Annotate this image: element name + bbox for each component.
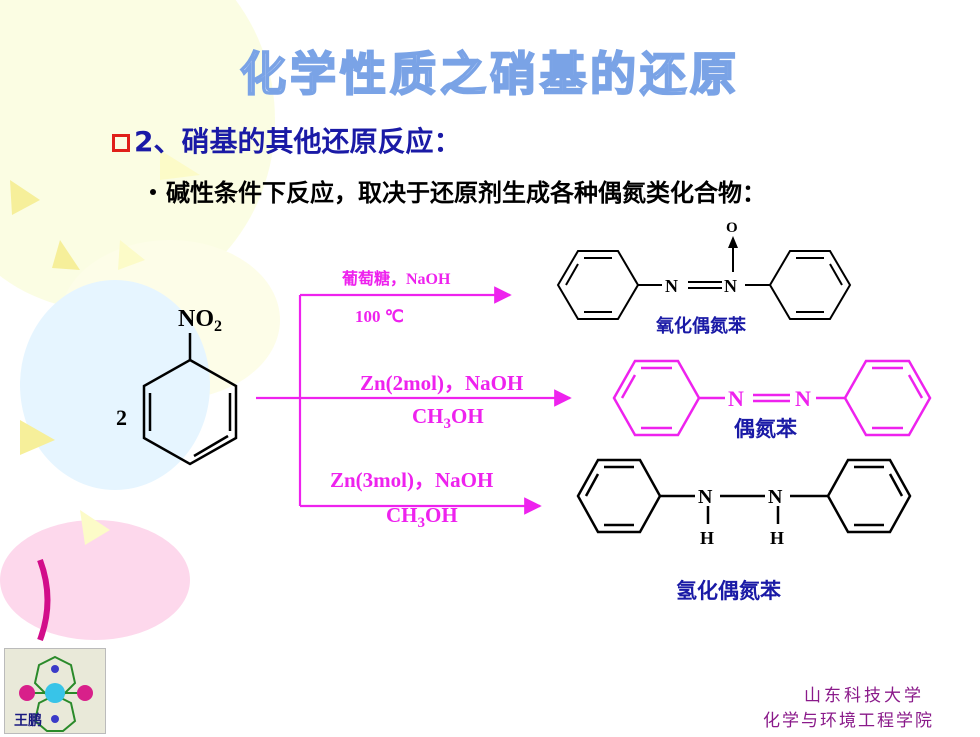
- section-number: 2: [134, 125, 154, 158]
- product-3-name: 氢化偶氮苯: [676, 579, 781, 603]
- branch-arrows: [256, 286, 572, 515]
- nitrogen-label: N: [698, 486, 713, 508]
- slide-title: 化学性质之硝基的还原: [239, 46, 740, 102]
- reagent-3-bottom: CH3OH: [386, 503, 458, 531]
- reagent-2-top: Zn(2mol)，NaOH: [360, 371, 523, 395]
- azoxybenzene-structure: [556, 246, 852, 320]
- nitrobenzene-structure: [142, 333, 238, 466]
- porphyrin-molecule-icon: [19, 655, 93, 732]
- nitro-group-label: NO2: [178, 306, 222, 335]
- nitrogen-label: N: [665, 276, 678, 296]
- nitrogen-label: N: [724, 276, 737, 296]
- bullet-dot-icon: [150, 188, 156, 195]
- section-heading-text: 、硝基的其他还原反应：: [153, 125, 462, 158]
- footer-college: 化学与环境工程学院: [763, 711, 934, 731]
- oxygen-label: O: [726, 220, 738, 236]
- nitrogen-label: N: [768, 486, 783, 508]
- product-1-name: 氧化偶氮苯: [655, 315, 747, 337]
- checkbox-bullet-icon: [112, 134, 130, 152]
- reagent-1-bottom: 100 ℃: [355, 307, 404, 326]
- reagent-2-bottom: CH3OH: [412, 404, 484, 432]
- arrow-head-icon: [728, 236, 738, 248]
- hydrogen-label: H: [700, 528, 714, 548]
- subtitle: 碱性条件下反应，取决于还原剂生成各种偶氮类化合物：: [150, 173, 766, 208]
- author-name: 王鹏: [14, 713, 42, 729]
- stoichiometric-coefficient: 2: [116, 405, 127, 430]
- product-2-name: 偶氮苯: [734, 417, 797, 441]
- section-heading: 2、硝基的其他还原反应：: [112, 120, 462, 160]
- nitrogen-label: N: [728, 386, 744, 411]
- hydrazobenzene-structure: [576, 458, 912, 534]
- subtitle-text: 碱性条件下反应，取决于还原剂生成各种偶氮类化合物：: [166, 179, 766, 207]
- logo: [4, 648, 106, 734]
- footer-university: 山东科技大学: [804, 686, 924, 706]
- azobenzene-structure: [612, 359, 932, 437]
- hydrogen-label: H: [770, 528, 784, 548]
- reagent-3-top: Zn(3mol)，NaOH: [330, 468, 493, 492]
- nitrogen-label: N: [795, 386, 811, 411]
- reagent-1-top: 葡萄糖，NaOH: [341, 269, 451, 288]
